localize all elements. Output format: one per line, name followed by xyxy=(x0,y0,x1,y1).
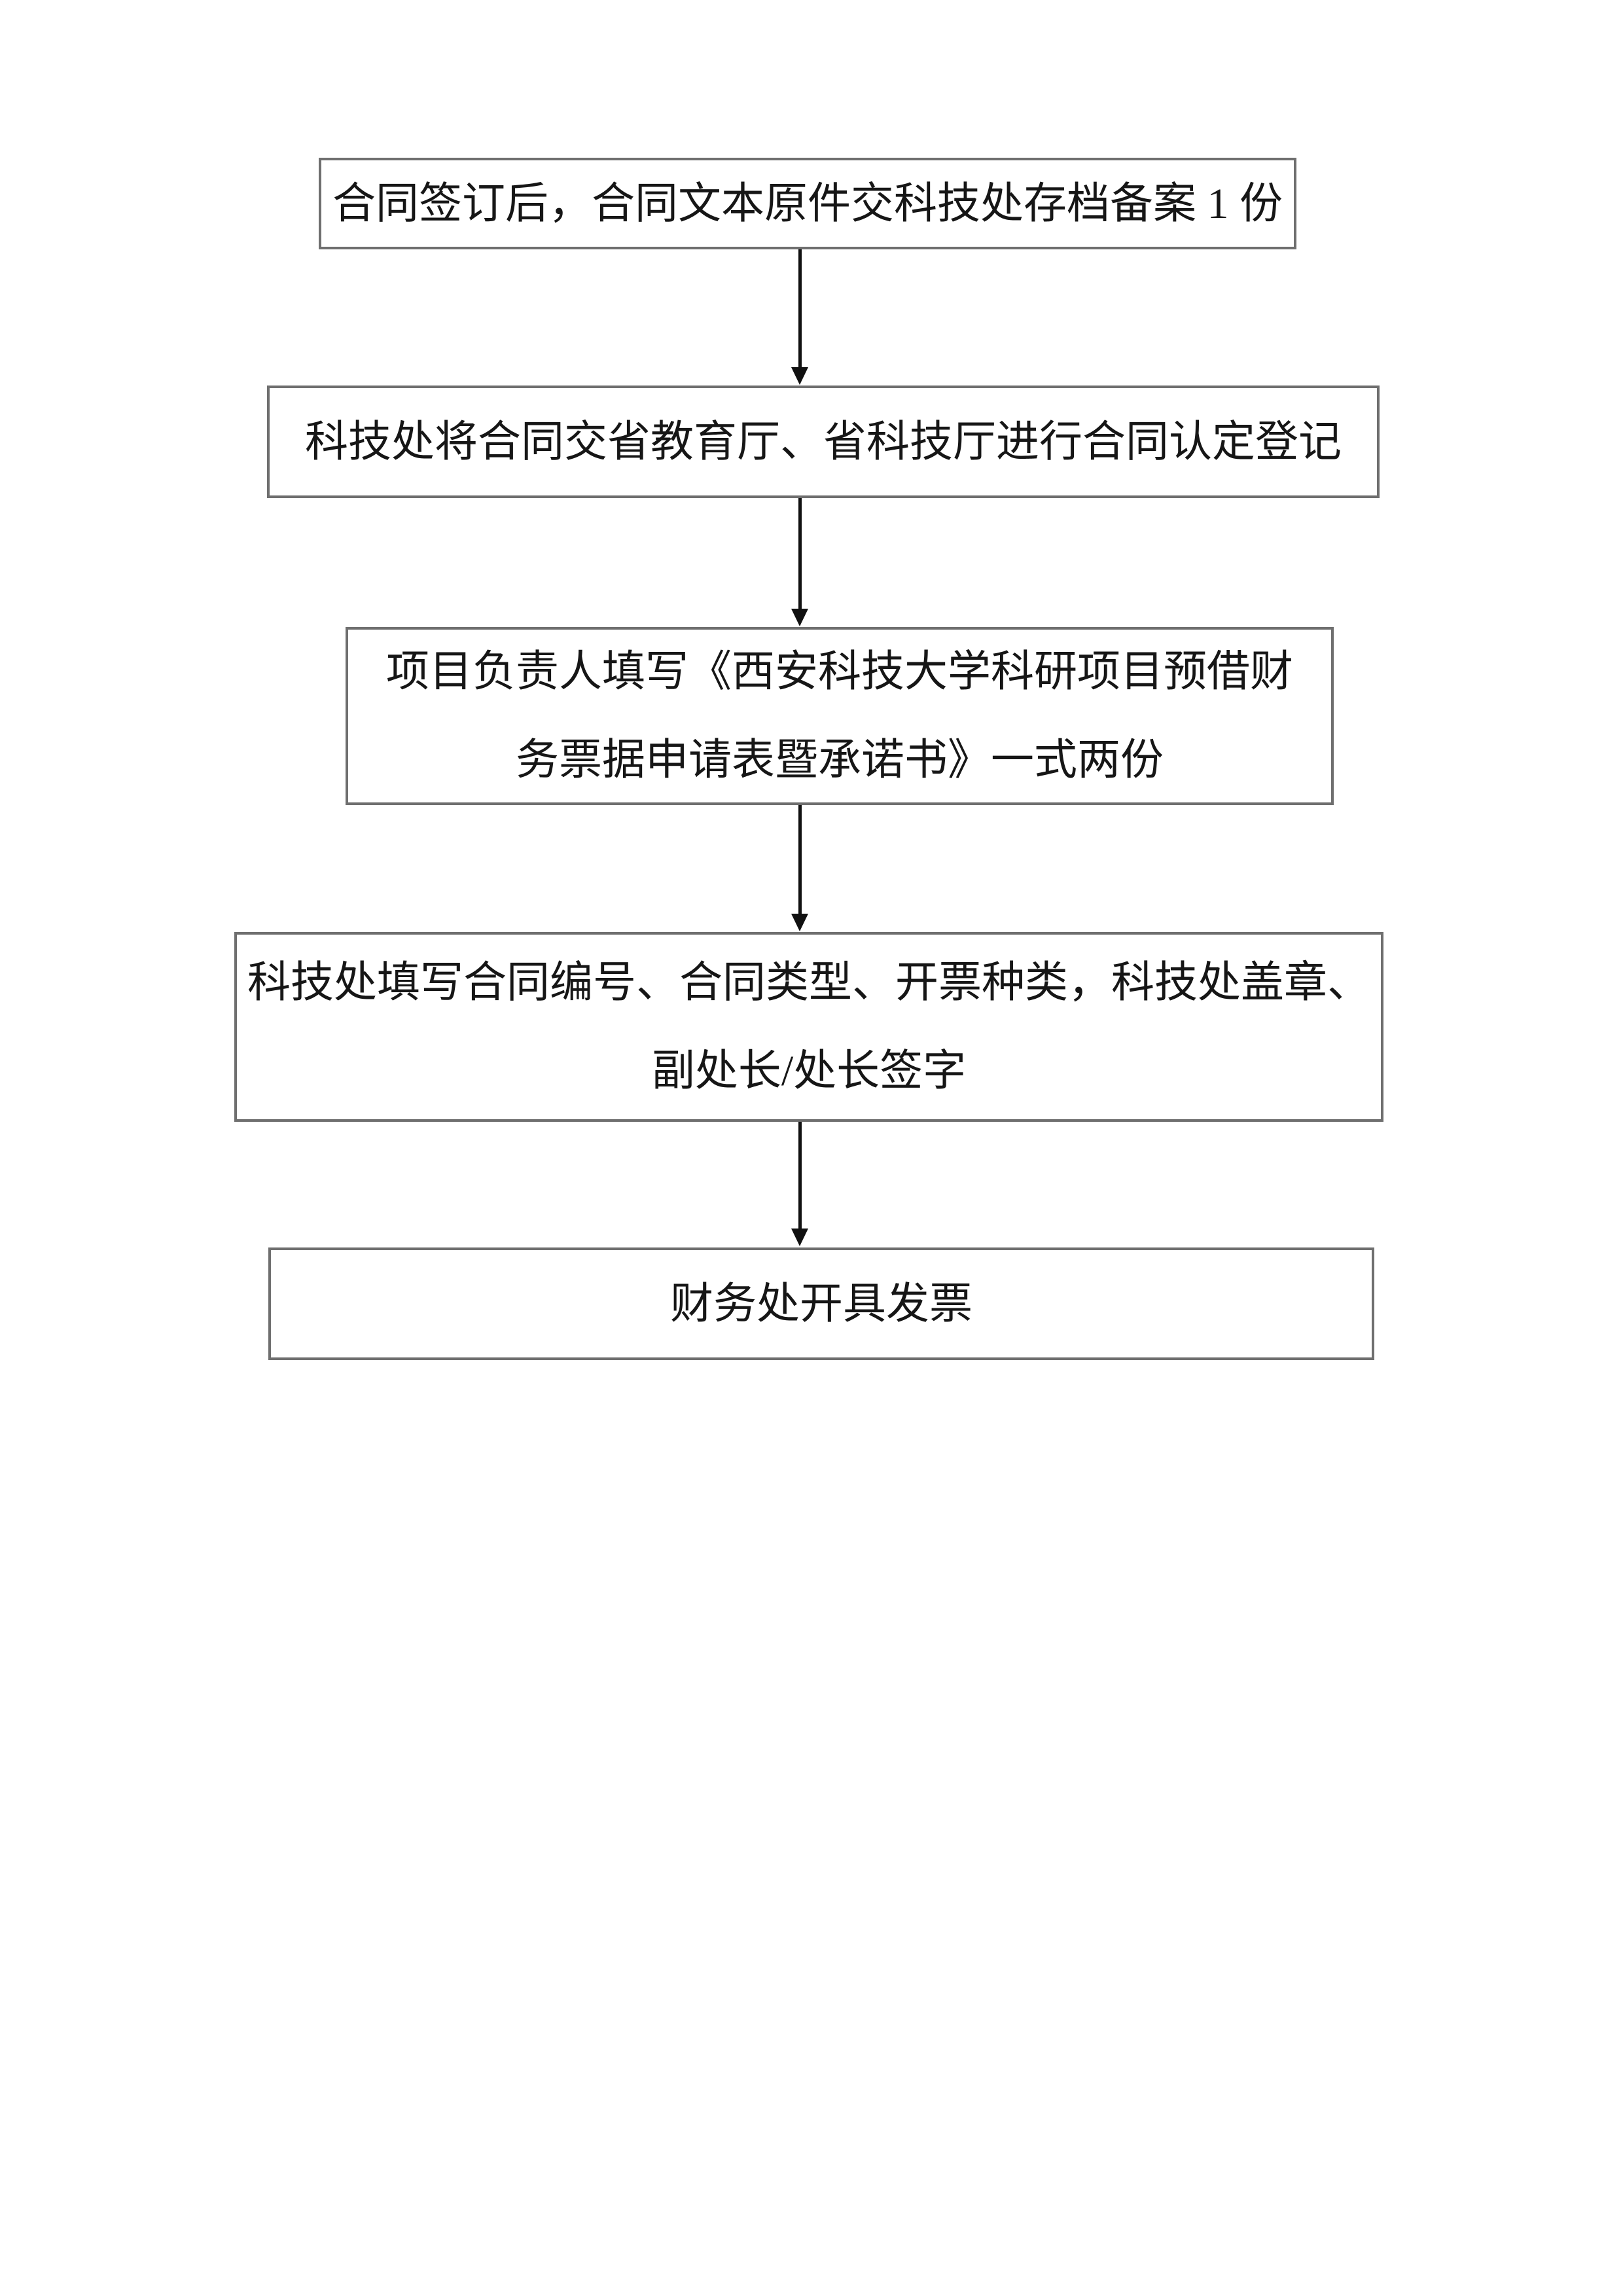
flow-arrow-3 xyxy=(791,805,808,931)
arrow-down-icon xyxy=(791,914,808,931)
flow-arrow-2 xyxy=(791,498,808,626)
arrow-shaft xyxy=(798,805,802,914)
step-line: 合同签订后，合同文本原件交科技处存档备案 1 份 xyxy=(332,179,1283,228)
arrow-shaft xyxy=(798,498,802,609)
flow-arrow-4 xyxy=(791,1122,808,1246)
flow-step-2: 科技处将合同交省教育厅、省科技厅进行合同认定登记 xyxy=(267,386,1380,498)
step-line: 科技处将合同交省教育厅、省科技厅进行合同认定登记 xyxy=(305,418,1342,466)
step-line: 财务处开具发票 xyxy=(670,1280,972,1328)
flow-step-5: 财务处开具发票 xyxy=(268,1247,1374,1360)
step-line: 副处长/处长签字 xyxy=(651,1047,967,1095)
step-line: 项目负责人填写《西安科技大学科研项目预借财 xyxy=(386,648,1293,696)
flow-step-3: 项目负责人填写《西安科技大学科研项目预借财 务票据申请表暨承诺书》一式两份 xyxy=(346,627,1334,805)
arrow-down-icon xyxy=(791,367,808,385)
step-line: 科技处填写合同编号、合同类型、开票种类，科技处盖章、 xyxy=(247,959,1370,1007)
arrow-shaft xyxy=(798,249,802,367)
flow-step-4: 科技处填写合同编号、合同类型、开票种类，科技处盖章、 副处长/处长签字 xyxy=(234,932,1383,1122)
step-line: 务票据申请表暨承诺书》一式两份 xyxy=(516,736,1164,784)
flow-arrow-1 xyxy=(791,249,808,385)
arrow-shaft xyxy=(798,1122,802,1229)
arrow-down-icon xyxy=(791,609,808,626)
flow-step-1: 合同签订后，合同文本原件交科技处存档备案 1 份 xyxy=(319,158,1296,249)
arrow-down-icon xyxy=(791,1229,808,1246)
